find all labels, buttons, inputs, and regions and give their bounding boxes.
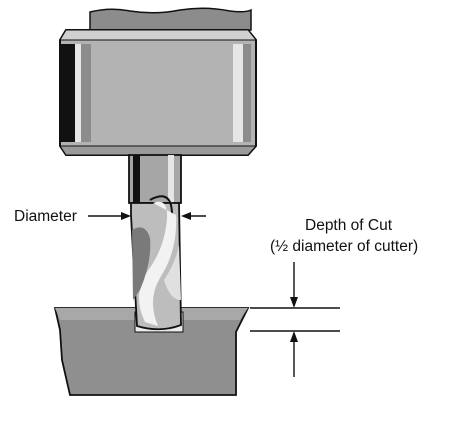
tool-holder xyxy=(59,29,258,156)
depth-of-cut-label: Depth of Cut xyxy=(305,217,393,234)
depth-of-cut-dimension xyxy=(250,262,340,377)
diameter-dimension xyxy=(88,212,206,220)
end-mill-cutter xyxy=(130,195,182,331)
workpiece xyxy=(53,307,250,396)
diameter-label: Diameter xyxy=(14,208,77,225)
spindle-cap xyxy=(89,7,252,31)
depth-of-cut-sublabel: (½ diameter of cutter) xyxy=(270,238,418,255)
cutter-shank xyxy=(128,154,182,204)
